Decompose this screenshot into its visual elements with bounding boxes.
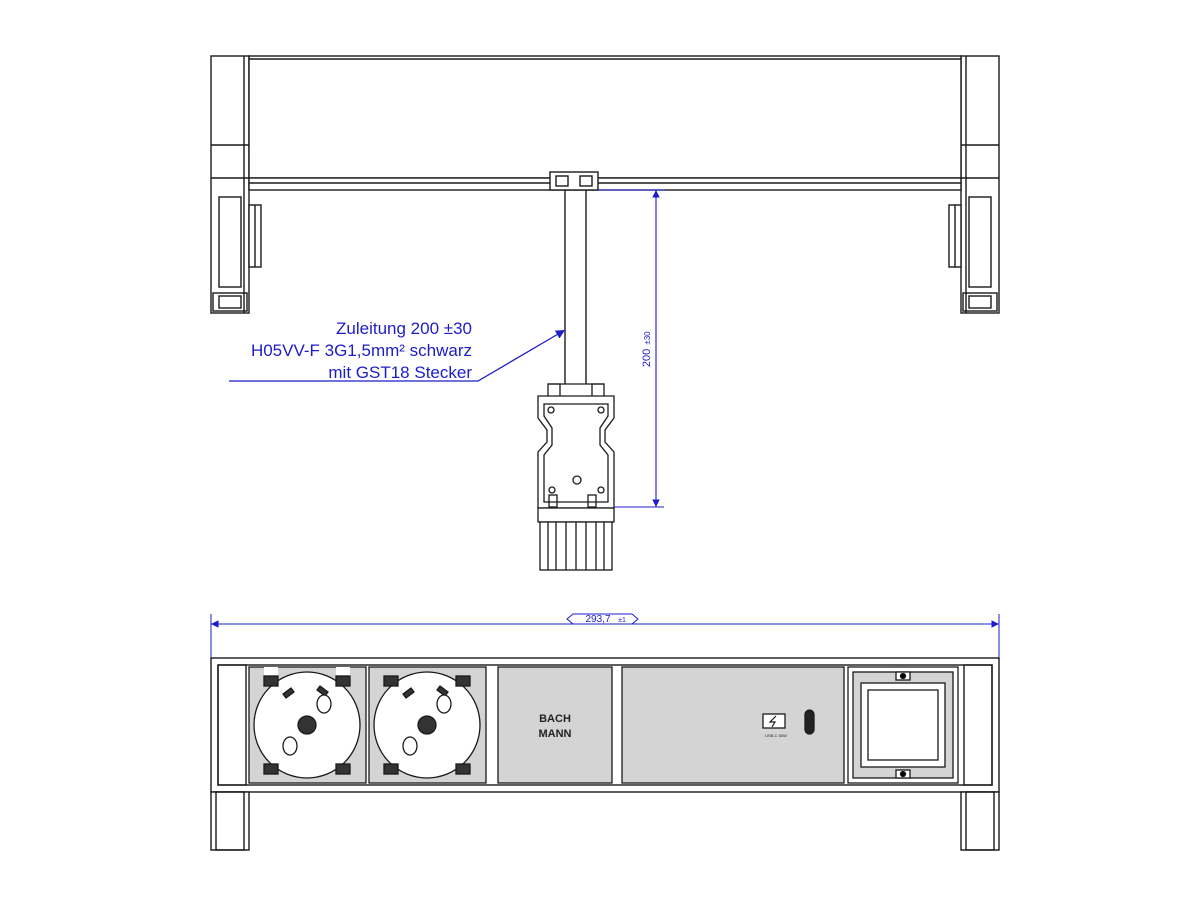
schuko-socket-1 xyxy=(248,666,367,784)
right-foot-front xyxy=(960,791,1000,851)
cable-note: Zuleitung 200 ±30 H05VV-F 3G1,5mm² schwa… xyxy=(229,319,566,382)
brand-logo-line2: MANN xyxy=(539,728,572,740)
empty-frame-module xyxy=(847,666,959,784)
charging-icon xyxy=(762,713,786,729)
brand-logo-line1: BACH xyxy=(539,713,571,725)
schuko-socket-2 xyxy=(368,666,487,784)
cable-note-line2: H05VV-F 3G1,5mm² schwarz xyxy=(251,341,472,360)
usb-c-module: USB-C 65W xyxy=(621,666,845,784)
profile-rail xyxy=(248,177,962,191)
leader-line xyxy=(229,329,566,382)
usb-c-port xyxy=(804,709,815,735)
right-foot-top xyxy=(948,55,1000,314)
width-dimension: 293,7 ±1 xyxy=(210,613,1000,660)
housing-top xyxy=(248,55,962,179)
cable-note-line3: mit GST18 Stecker xyxy=(328,363,472,382)
width-dimension-value: 293,7 xyxy=(585,614,610,625)
gst18-connector xyxy=(537,383,615,571)
blank-cover-module: BACH MANN xyxy=(497,666,613,784)
top-view xyxy=(210,55,1000,571)
left-foot-top xyxy=(210,55,262,314)
left-foot-front xyxy=(210,791,250,851)
supply-cable xyxy=(564,190,587,384)
width-dimension-tolerance: ±1 xyxy=(618,617,626,624)
vertical-dimension: 200 ±30 xyxy=(598,189,664,508)
vertical-dimension-tolerance: ±30 xyxy=(643,331,652,345)
usb-label: USB-C 65W xyxy=(765,733,787,738)
cable-note-line1: Zuleitung 200 ±30 xyxy=(336,319,472,338)
vertical-dimension-value: 200 xyxy=(641,349,653,367)
